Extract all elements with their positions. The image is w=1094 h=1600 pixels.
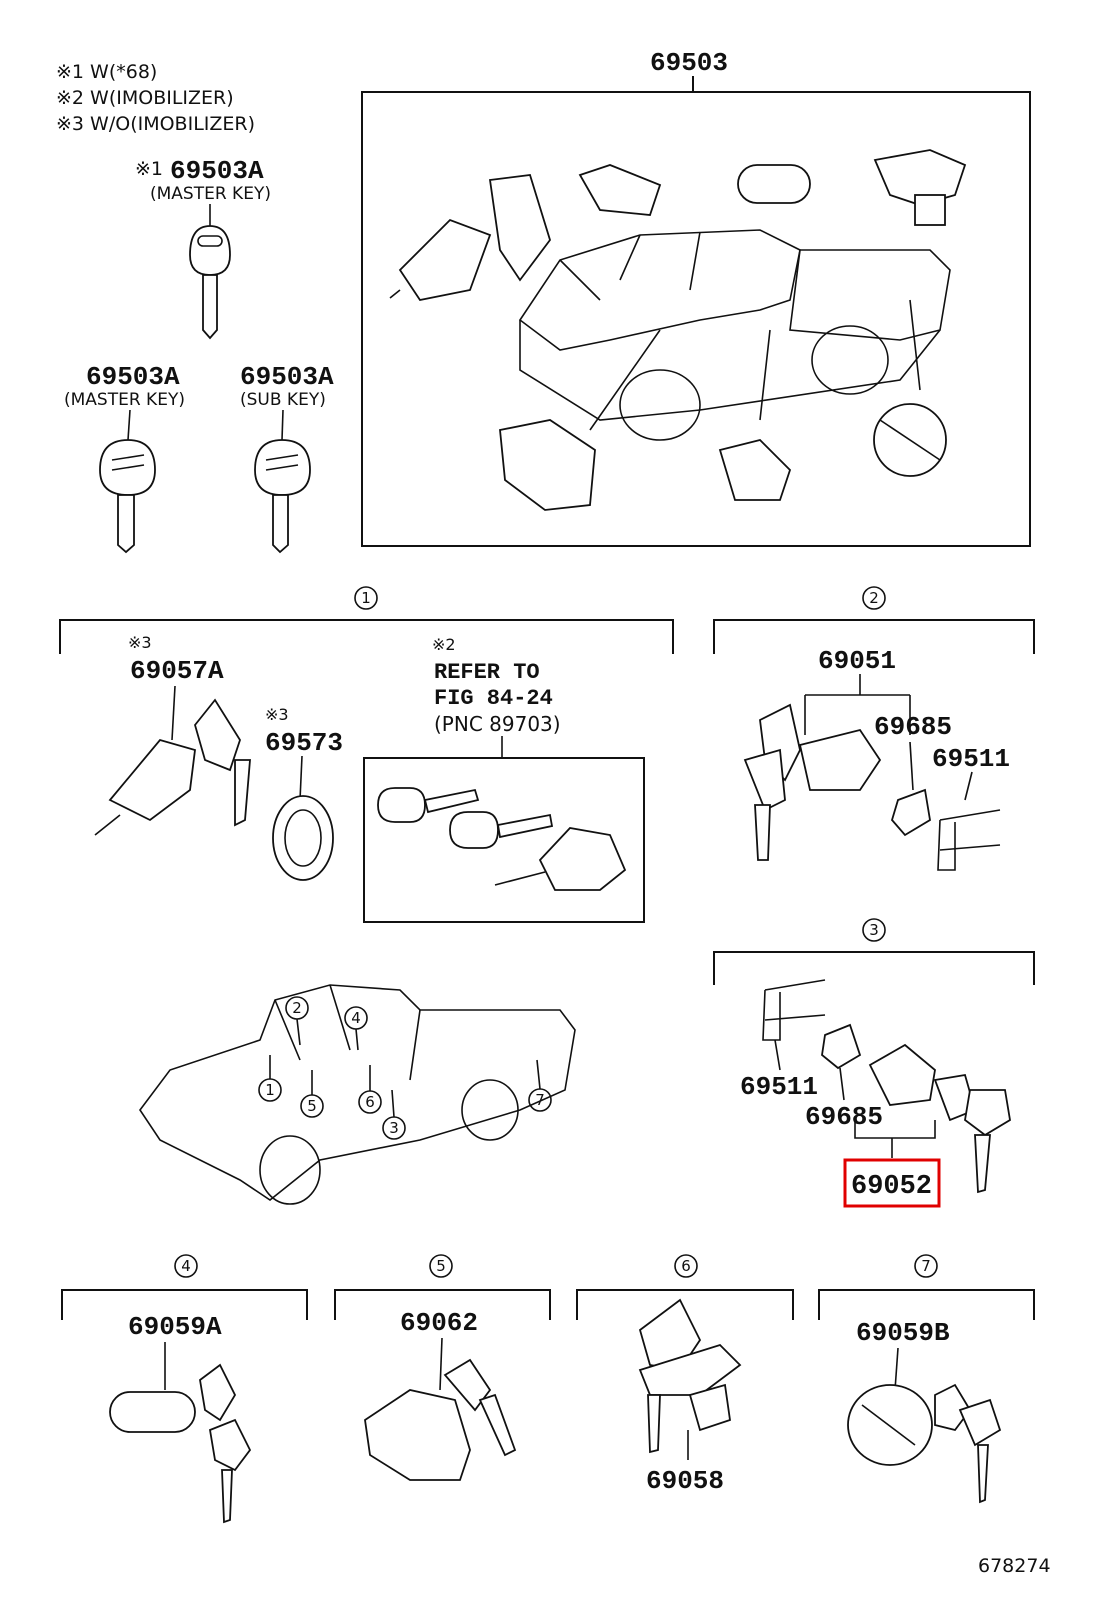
truck-callouts: 2 4 1 5 6 3 7 — [258, 996, 552, 1140]
note-3: ※3 W/O(IMOBILIZER) — [56, 113, 255, 135]
note-2: ※2 W(IMOBILIZER) — [56, 87, 234, 109]
master-key-1-icon — [189, 225, 231, 340]
group-4-code-label[interactable]: 69059A — [128, 1312, 222, 1342]
callout-6: 6 — [365, 1093, 375, 1111]
group-1-number: 1 — [361, 589, 371, 607]
group-3-number: 3 — [869, 921, 879, 939]
ignition-cylinder-part — [94, 698, 251, 836]
group-4: 4 69059A — [61, 1254, 308, 1524]
spare-tire-lock-part-top — [873, 403, 947, 477]
callout-2: 2 — [292, 999, 302, 1017]
key2-code-label[interactable]: 69503A — [86, 362, 180, 392]
group-6: 6 69058 — [576, 1254, 794, 1496]
group-3-code-c-label[interactable]: 69052 — [851, 1172, 932, 1202]
group-6-code-label[interactable]: 69058 — [646, 1466, 724, 1496]
gasket-part — [890, 788, 931, 837]
back-door-lock-part-top — [718, 439, 792, 501]
console-lock-part — [364, 1358, 517, 1481]
refer-line-2[interactable]: FIG 84-24 — [434, 686, 553, 711]
door-lock-cylinder-part — [743, 703, 882, 861]
group-7-number: 7 — [921, 1257, 931, 1275]
key3-code-label[interactable]: 69503A — [240, 362, 334, 392]
retainer-ring-part — [272, 795, 334, 881]
callout-5: 5 — [307, 1097, 317, 1115]
note-1: ※1 W(*68) — [56, 61, 157, 83]
group-1-mark-a: ※3 — [128, 633, 152, 652]
clip-part — [937, 809, 1001, 871]
group-1-code-a-label[interactable]: 69057A — [130, 656, 224, 686]
key1-code-label[interactable]: 69503A — [170, 156, 264, 186]
group-1: 1 ※3 69057A ※3 69573 ※2 REFER TO FIG 84-… — [59, 586, 674, 923]
group-6-number: 6 — [681, 1257, 691, 1275]
sub-key-icon — [254, 439, 311, 554]
master-key-2-icon — [99, 439, 156, 554]
group-7: 7 69059B — [818, 1254, 1035, 1504]
group-2-code-b-label[interactable]: 69685 — [874, 712, 952, 742]
group-3: 3 69511 69685 69052 — [713, 918, 1035, 1208]
top-title-label[interactable]: 69503 — [650, 48, 728, 78]
top-assembly-frame — [361, 91, 1031, 547]
top-assembly: 69503 — [361, 48, 1031, 547]
callout-7: 7 — [535, 1091, 545, 1109]
group-2: 2 69051 69685 69511 — [713, 586, 1035, 871]
group-4-number: 4 — [181, 1257, 191, 1275]
group-3-code-b-label[interactable]: 69685 — [805, 1102, 883, 1132]
truck-illustration-top — [518, 229, 951, 441]
notes-block: ※1 W(*68) ※2 W(IMOBILIZER) ※3 W/O(IMOBIL… — [56, 61, 255, 135]
key1-mark: ※1 — [135, 158, 163, 180]
group-2-number: 2 — [869, 589, 879, 607]
key3-desc: (SUB KEY) — [240, 390, 326, 410]
group-1-mark-c: ※2 — [432, 635, 456, 654]
group-2-code-c-label[interactable]: 69511 — [932, 744, 1010, 774]
group-5-code-label[interactable]: 69062 — [400, 1308, 478, 1338]
callout-4: 4 — [351, 1009, 361, 1027]
key1-desc: (MASTER KEY) — [150, 184, 271, 204]
clip-part-g3 — [762, 979, 826, 1041]
gasket-part-g3 — [821, 1023, 862, 1070]
spare-tire-lock-part — [847, 1383, 1002, 1504]
key2-desc: (MASTER KEY) — [64, 390, 185, 410]
ignition-lock-part-top — [389, 174, 551, 302]
glove-lock-part-top — [499, 419, 596, 511]
figure-id: 678274 — [978, 1555, 1051, 1577]
glove-box-cylinder-part — [109, 1363, 252, 1524]
fuel-cap-part-top — [873, 149, 967, 226]
group-3-code-a-label[interactable]: 69511 — [740, 1072, 818, 1102]
immobilizer-keys-part — [377, 787, 627, 891]
callout-1: 1 — [265, 1081, 275, 1099]
group-1-code-b-label[interactable]: 69573 — [265, 728, 343, 758]
refer-line-1[interactable]: REFER TO — [434, 660, 540, 685]
group-5-number: 5 — [436, 1257, 446, 1275]
highlight-box — [843, 1158, 941, 1208]
keys-block: ※1 69503A (MASTER KEY) 69503A (MASTER KE… — [64, 156, 334, 554]
group-2-code-a-label[interactable]: 69051 — [818, 646, 896, 676]
refer-line-3[interactable]: (PNC 89703) — [434, 712, 561, 736]
cylinder-part-top — [737, 164, 811, 204]
group-1-mark-b: ※3 — [265, 705, 289, 724]
refer-frame — [363, 757, 645, 923]
fuel-lid-lock-part — [638, 1298, 742, 1454]
door-lock-part-top — [578, 164, 662, 216]
truck-location-diagram: 2 4 1 5 6 3 7 — [139, 984, 576, 1205]
group-7-code-label[interactable]: 69059B — [856, 1318, 950, 1348]
group-5: 5 69062 — [334, 1254, 551, 1481]
callout-3: 3 — [389, 1119, 399, 1137]
back-door-cylinder-part — [868, 1043, 1011, 1194]
